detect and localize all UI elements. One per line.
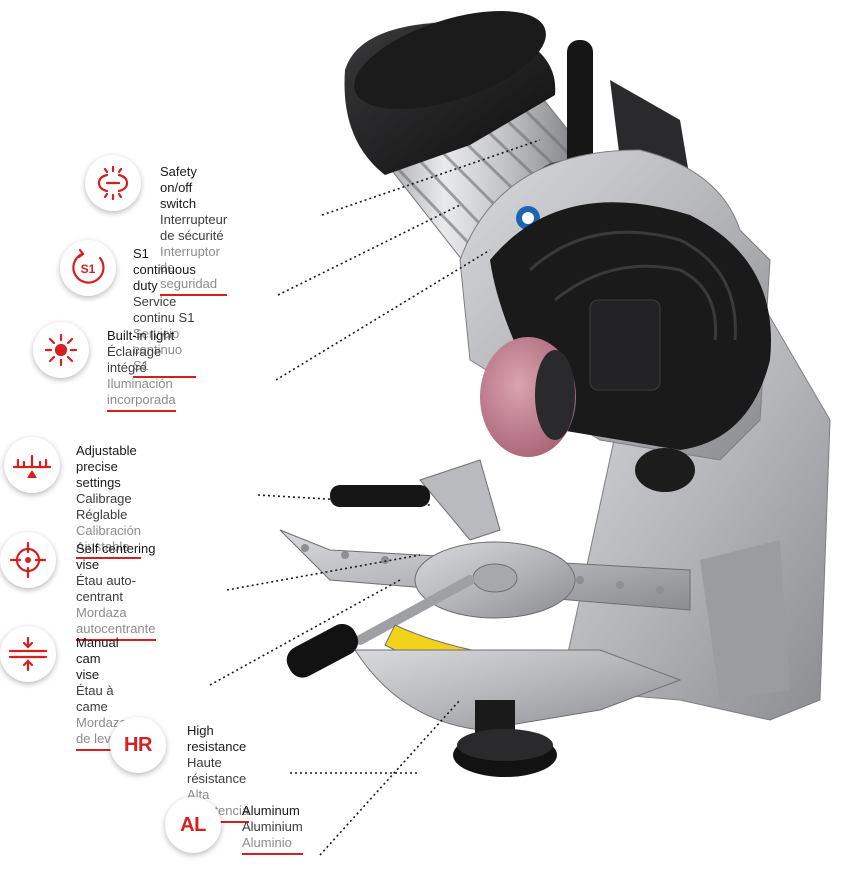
feature-title-fr: Calibrage Réglable [76, 491, 132, 522]
feature-title-es: Aluminio [242, 835, 303, 855]
feature-title-en: Adjustable precise settings [76, 443, 137, 490]
cam-vise-icon [0, 626, 56, 682]
feature-title-es: Mordaza autocentrante [76, 605, 156, 641]
feature-title-en: Aluminum [242, 803, 300, 818]
feature-title-fr: Interrupteur de sécurité [160, 212, 228, 243]
leader-lines [209, 139, 541, 856]
feature-title-fr: Étau auto-centrant [76, 573, 136, 604]
crosshair-icon [0, 532, 56, 588]
power-switch-icon [85, 155, 141, 211]
feature-title-en: High resistance [187, 723, 247, 754]
scale-icon [4, 437, 60, 493]
feature-title-fr: Étau à came [76, 683, 114, 714]
feature-title-en: Safety on/off switch [160, 164, 197, 211]
al-badge-text: AL [180, 813, 206, 836]
feature-title-fr: Aluminium [242, 819, 303, 834]
s1-badge-text: S1 [81, 262, 96, 276]
feature-title-fr: Éclairage intégré [107, 344, 162, 375]
feature-title-en: Built-in light [107, 328, 175, 343]
al-icon: AL [165, 797, 221, 853]
hr-icon: HR [110, 717, 166, 773]
feature-title-es: Calibración Ajustable [76, 523, 142, 559]
feature-title-fr: Service continu S1 [133, 294, 195, 325]
feature-title-fr: Haute résistance [187, 755, 247, 786]
feature-title-en: Self centering vise [76, 541, 156, 572]
feature-title-es: Servicio continuo S1 [133, 326, 196, 378]
s1-duty-icon: S1 [60, 240, 116, 296]
light-icon [33, 322, 89, 378]
feature-title-en: Manual cam vise [76, 635, 119, 682]
feature-title-es: Interruptor de seguridad [160, 244, 228, 296]
hr-badge-text: HR [124, 733, 152, 756]
feature-title-es: Iluminación incorporada [107, 376, 176, 412]
feature-title-en: S1 continuous duty [133, 246, 196, 293]
